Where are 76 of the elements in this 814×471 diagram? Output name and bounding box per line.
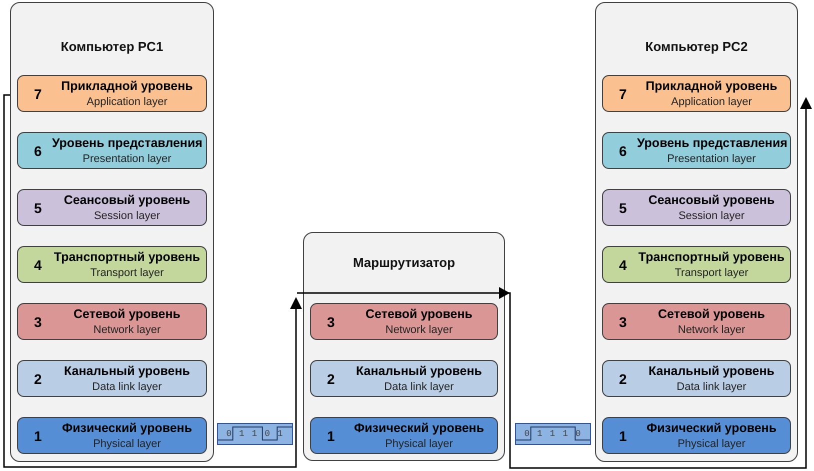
- device-title: Компьютер PC1: [60, 39, 164, 54]
- layer-number: 5: [619, 200, 627, 216]
- layer-number: 1: [619, 428, 627, 444]
- device-panel: [303, 232, 505, 461]
- layer-box: [17, 189, 207, 226]
- layer-subtitle: Presentation layer: [666, 153, 757, 165]
- layer-name: Физический уровень: [645, 421, 778, 435]
- layer-subtitle: Network layer: [92, 324, 162, 336]
- layer-name: Транспортный уровень: [52, 250, 202, 264]
- device-title: Компьютер PC2: [644, 39, 749, 54]
- layer-number: 2: [327, 371, 335, 387]
- layer-subtitle: Physical layer: [384, 438, 454, 450]
- layer-number: 1: [327, 428, 335, 444]
- layer-number: 5: [34, 200, 42, 216]
- layer-name: Физический уровень: [60, 421, 194, 435]
- layer-number: 4: [34, 257, 42, 273]
- bit-values: 0 1 1 1 0: [523, 429, 583, 439]
- layer-name: Прикладной уровень: [60, 79, 194, 93]
- layer-number: 7: [619, 86, 627, 102]
- layer-subtitle: Transport layer: [89, 267, 165, 279]
- layer-name: Канальный уровень: [62, 364, 191, 378]
- layer-name: Сетевой уровень: [72, 307, 182, 321]
- layer-subtitle: Network layer: [676, 324, 746, 336]
- layer-box: [310, 303, 498, 340]
- layer-box: [602, 303, 791, 340]
- layer-subtitle: Session layer: [677, 210, 746, 222]
- layer-subtitle: Physical layer: [92, 438, 162, 450]
- layer-name: Физический уровень: [352, 421, 486, 435]
- layer-subtitle: Session layer: [92, 210, 162, 222]
- layer-number: 2: [619, 371, 627, 387]
- layer-subtitle: Data link layer: [676, 381, 748, 393]
- layer-name: Сетевой уровень: [657, 307, 766, 321]
- layer-number: 6: [34, 143, 42, 159]
- layer-box: [17, 417, 207, 454]
- layer-number: 2: [34, 371, 42, 387]
- layer-box: [602, 132, 791, 169]
- layer-number: 6: [619, 143, 627, 159]
- device-panel: [10, 2, 214, 462]
- device-title: Маршрутизатор: [352, 255, 456, 270]
- layer-box: [602, 246, 791, 283]
- layer-box: [17, 75, 207, 112]
- layer-subtitle: Transport layer: [674, 267, 750, 279]
- device-panel: [595, 2, 798, 462]
- layer-number: 7: [34, 86, 42, 102]
- layer-subtitle: Data link layer: [91, 381, 163, 393]
- layer-box: [17, 132, 207, 169]
- layer-box: [602, 360, 791, 397]
- layer-box: [17, 360, 207, 397]
- layer-subtitle: Physical layer: [676, 438, 746, 450]
- layer-subtitle: Application layer: [86, 96, 168, 108]
- layer-name: Сеансовый уровень: [647, 193, 776, 207]
- layer-name: Канальный уровень: [354, 364, 483, 378]
- layer-box: [310, 360, 498, 397]
- layer-subtitle: Network layer: [384, 324, 454, 336]
- layer-name: Уровень представления: [637, 136, 786, 150]
- layer-box: [17, 246, 207, 283]
- layer-number: 4: [619, 257, 627, 273]
- layer-name: Транспортный уровень: [637, 250, 786, 264]
- layer-number: 3: [619, 314, 627, 330]
- layer-subtitle: Data link layer: [383, 381, 455, 393]
- layer-box: [310, 417, 498, 454]
- layer-name: Прикладной уровень: [644, 79, 778, 93]
- layer-number: 3: [34, 314, 42, 330]
- layer-name: Уровень представления: [52, 136, 202, 150]
- layer-subtitle: Presentation layer: [82, 153, 172, 165]
- layer-name: Сетевой уровень: [364, 307, 474, 321]
- layer-name: Канальный уровень: [647, 364, 776, 378]
- layer-subtitle: Application layer: [670, 96, 753, 108]
- layer-number: 1: [34, 428, 42, 444]
- bit-values: 0 1 1 0 1: [225, 429, 285, 439]
- layer-box: [602, 189, 791, 226]
- layer-box: [602, 417, 791, 454]
- layer-name: Сеансовый уровень: [62, 193, 192, 207]
- layer-box: [602, 75, 791, 112]
- layer-box: [17, 303, 207, 340]
- layer-number: 3: [327, 314, 335, 330]
